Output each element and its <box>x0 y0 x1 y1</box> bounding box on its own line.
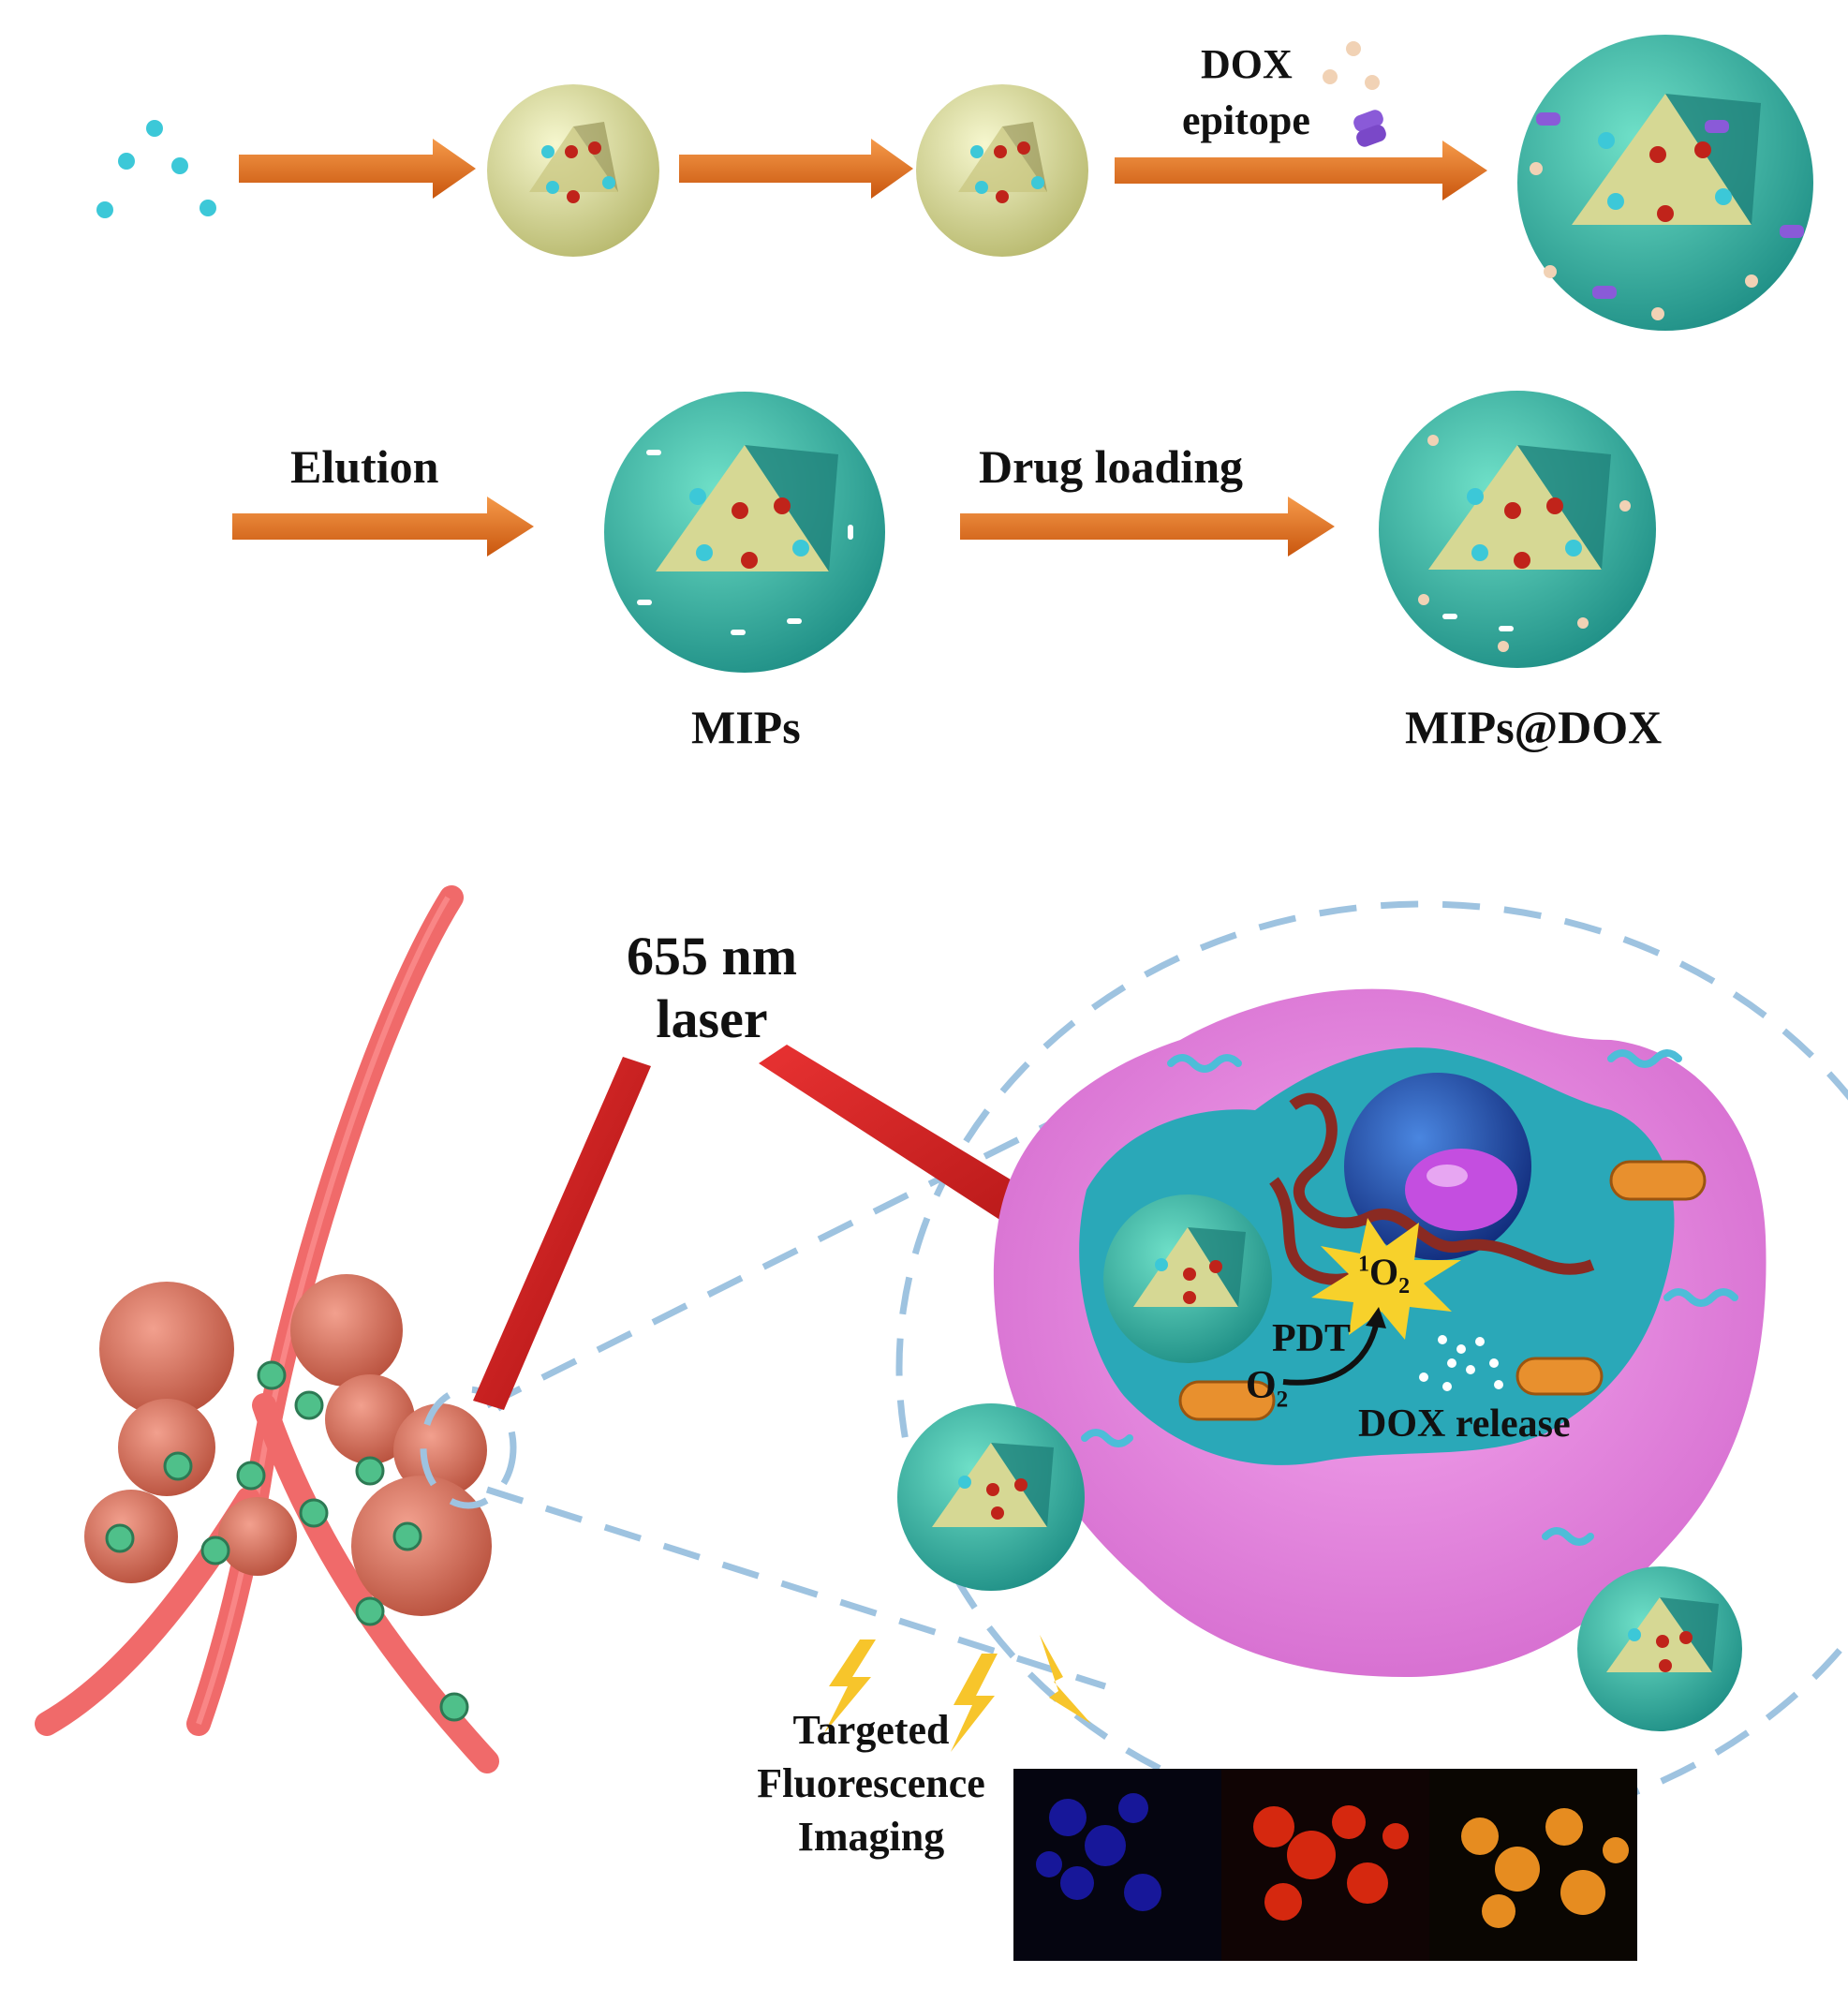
oxygen-sub: 2 <box>1276 1387 1289 1413</box>
epitope-label: epitope <box>1182 97 1310 143</box>
fluorescence-bolts <box>824 1635 1091 1752</box>
core-particle-2 <box>916 84 1088 257</box>
arrow-drug-loading <box>960 497 1335 556</box>
dox-label: DOX <box>1201 41 1293 87</box>
singlet-oxygen-label: 1O2 <box>1358 1251 1410 1300</box>
pdt-curved-arrow <box>1282 1307 1386 1386</box>
mitochondria <box>1178 1160 1707 1421</box>
imaging-label-line3: Imaging <box>797 1814 945 1861</box>
imprinted-particle <box>1517 35 1813 331</box>
imaging-label-line2: Fluorescence <box>757 1760 985 1807</box>
receptor-squiggles <box>1081 1049 1738 1546</box>
singlet-oxygen-burst <box>1311 1218 1461 1340</box>
oxygen-base: O <box>1246 1364 1277 1407</box>
drug-loading-label: Drug loading <box>979 440 1244 493</box>
arrow-1 <box>239 139 476 199</box>
laser-beam-1 <box>473 1057 651 1410</box>
free-particle <box>1577 1566 1742 1731</box>
arrow-elution <box>232 497 534 556</box>
singlet-oxygen-base: O <box>1369 1251 1399 1293</box>
dox-molecules <box>1323 41 1380 90</box>
singlet-oxygen-sup: 1 <box>1358 1252 1369 1277</box>
imaging-label-line1: Targeted <box>792 1707 950 1753</box>
mips-dox-label: MIPs@DOX <box>1405 701 1663 753</box>
fluorescence-images <box>1013 1769 1637 1961</box>
oxygen-label: O2 <box>1246 1363 1288 1414</box>
arrow-2 <box>679 139 913 199</box>
dox-release-dots <box>1419 1335 1503 1391</box>
core-particle-1 <box>487 84 659 257</box>
laser-label-line1: 655 nm <box>626 926 798 987</box>
laser-label: 655 nm laser <box>581 926 843 1050</box>
mips-label: MIPs <box>691 701 801 753</box>
singlet-oxygen-sub: 2 <box>1398 1274 1411 1298</box>
arrow-3 <box>1115 141 1487 200</box>
bound-particle <box>897 1403 1085 1591</box>
dox-release-label: DOX release <box>1358 1402 1571 1446</box>
mips-dox-particle <box>1379 391 1656 668</box>
elution-label: Elution <box>290 440 439 493</box>
epitope-molecule <box>1353 110 1386 147</box>
seed-particles <box>96 120 216 218</box>
internalized-particle <box>1103 1194 1272 1363</box>
mips-particle <box>604 392 885 673</box>
laser-label-line2: laser <box>656 987 768 1049</box>
imaging-label: Targeted Fluorescence Imaging <box>731 1703 1012 1864</box>
pdt-label: PDT <box>1272 1317 1351 1360</box>
circulating-nanoparticles <box>105 1360 469 1722</box>
